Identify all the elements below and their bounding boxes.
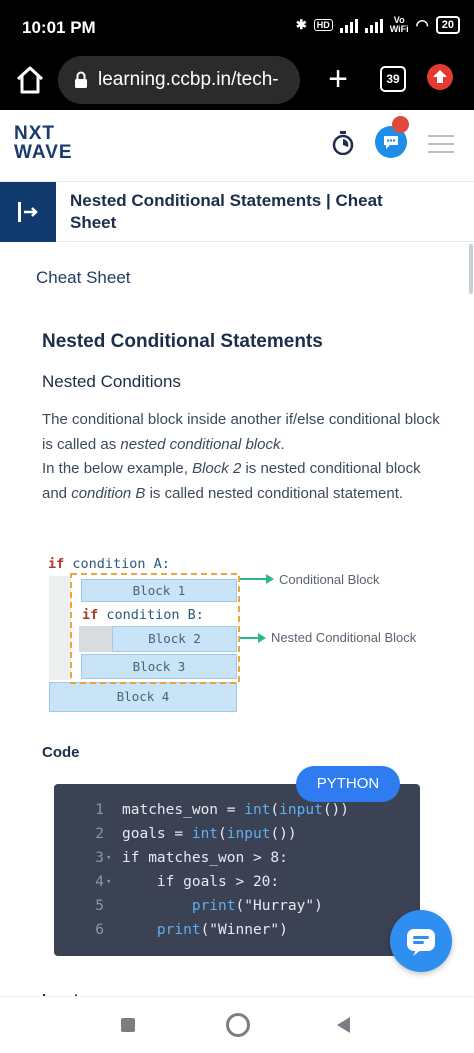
code-text: if goals > 20:	[122, 874, 280, 890]
signal-icon-2	[364, 17, 383, 33]
status-time: 10:01 PM	[22, 18, 96, 37]
url-text: learning.ccbp.in/tech-	[98, 69, 279, 90]
code-line: 3▾ if matches_won > 8:	[54, 846, 420, 870]
nxtwave-logo[interactable]: NXT WAVE	[14, 123, 73, 163]
fold-arrow-icon[interactable]: ▾	[106, 853, 112, 863]
code-text: if matches_won > 8:	[122, 850, 288, 866]
line-number: 6	[95, 922, 104, 938]
diagram-indent-guide	[49, 576, 71, 680]
scrollbar[interactable]	[469, 244, 473, 294]
recents-button[interactable]	[121, 1018, 135, 1032]
fold-arrow-icon[interactable]: ▾	[106, 877, 112, 887]
language-badge[interactable]: PYTHON	[296, 766, 400, 802]
diagram-annotations	[70, 573, 274, 684]
code-line: 4▾ if goals > 20:	[54, 870, 420, 894]
sidebar-toggle-button[interactable]	[0, 182, 56, 242]
diagram-indent-guide-inner	[79, 626, 112, 652]
back-button[interactable]	[337, 1017, 350, 1033]
line-number: 3	[95, 850, 104, 866]
address-bar[interactable]: learning.ccbp.in/tech-	[58, 56, 300, 104]
bluetooth-icon: ✱	[295, 17, 307, 32]
sub-heading: Nested Conditions	[42, 372, 181, 391]
chat-fab-button[interactable]	[390, 910, 452, 972]
code-text: goals = int(input())	[122, 826, 297, 842]
code-text: print("Winner")	[156, 922, 288, 938]
diagram-block-3: Block 3	[81, 654, 237, 679]
code-line: 2 goals = int(input())	[54, 822, 420, 846]
code-heading: Code	[42, 744, 80, 761]
breadcrumb[interactable]: Cheat Sheet	[36, 268, 131, 287]
menu-icon[interactable]	[428, 135, 454, 153]
diagram-block-2: Block 2	[112, 626, 237, 652]
wifi-icon: ◠	[415, 17, 429, 34]
code-editor[interactable]: 1 matches_won = int(input()) 2 goals = int(…	[54, 784, 420, 956]
signal-icon-1	[339, 17, 358, 33]
browser-toolbar: learning.ccbp.in/tech- + 39	[0, 52, 474, 110]
description-paragraph: The conditional block inside another if/…	[42, 411, 440, 502]
code-line: 1 matches_won = int(input())	[54, 798, 420, 822]
home-nav-button[interactable]	[226, 1013, 250, 1037]
plus-icon: +	[328, 60, 348, 98]
expand-sidebar-icon	[18, 202, 38, 222]
tab-switcher-button[interactable]: 39	[380, 66, 406, 92]
line-number: 5	[95, 898, 104, 914]
stopwatch-icon[interactable]	[331, 131, 355, 156]
code-line: 5 print("Hurray")	[54, 894, 420, 918]
code-line: 6 print("Winner")	[54, 918, 420, 942]
nested-conditional-diagram: if condition A: Block 1 if condition B: …	[40, 552, 460, 717]
lock-icon	[74, 71, 88, 89]
home-button[interactable]	[12, 62, 48, 98]
diagram-block-1: Block 1	[81, 579, 237, 602]
notification-badge	[392, 116, 409, 133]
diagram-block-4: Block 4	[49, 682, 237, 712]
diagram-if-b: if condition B:	[82, 607, 204, 623]
line-number: 1	[95, 802, 104, 818]
line-number: 2	[95, 826, 104, 842]
home-icon	[16, 66, 44, 94]
update-button[interactable]	[427, 64, 453, 90]
android-nav-bar	[0, 996, 474, 1053]
page-title: Nested Conditional Statements | Cheat Sh…	[70, 191, 383, 232]
battery-icon: 20	[435, 16, 460, 34]
hd-icon: HD	[313, 19, 333, 31]
arrow-up-icon	[433, 70, 447, 83]
label-conditional-block: Conditional Block	[279, 572, 380, 587]
section-heading: Nested Conditional Statements	[42, 331, 323, 352]
code-text: print("Hurray")	[191, 898, 323, 914]
input-heading: Input	[42, 986, 79, 996]
new-tab-button[interactable]: +	[322, 60, 354, 100]
chat-bubble-icon	[407, 929, 435, 956]
lesson-title-bar: Nested Conditional Statements | Cheat Sh…	[0, 182, 474, 242]
code-text: matches_won = int(input())	[122, 802, 350, 818]
label-nested-conditional-block: Nested Conditional Block	[271, 630, 417, 645]
diagram-if-a: if condition A:	[48, 556, 170, 572]
line-number: 4	[95, 874, 104, 890]
